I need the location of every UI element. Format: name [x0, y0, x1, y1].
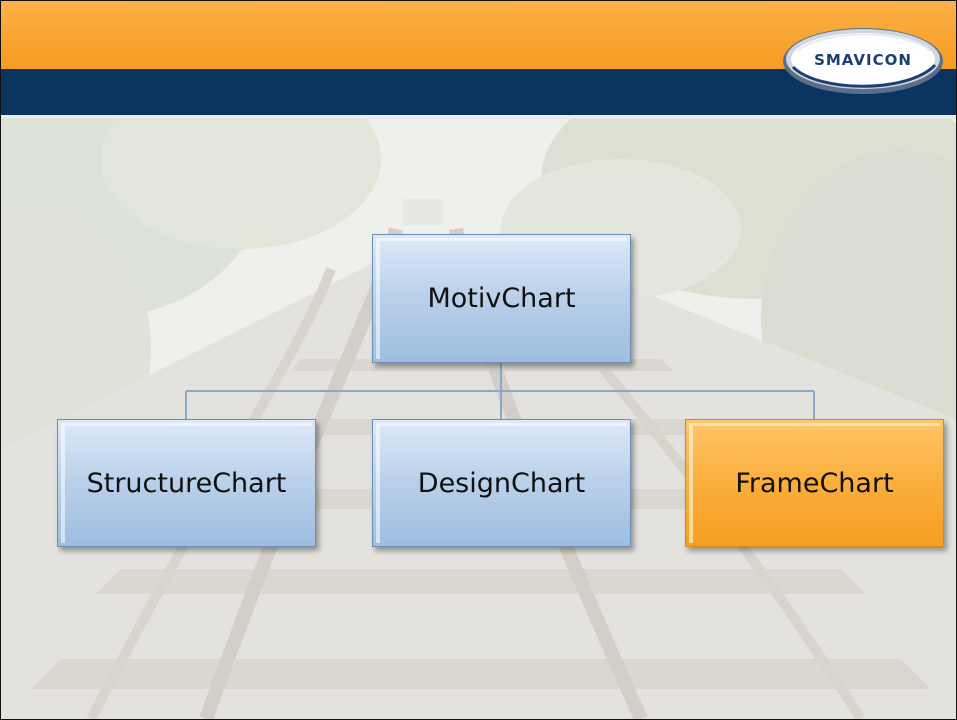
framechart-label: FrameChart	[735, 467, 894, 499]
smavicon-logo: SMAVICON	[779, 21, 947, 99]
motivchart-label: MotivChart	[427, 283, 576, 314]
designchart-node[interactable]: DesignChart	[372, 419, 631, 547]
designchart-label: DesignChart	[417, 467, 586, 499]
structurechart-label: StructureChart	[86, 467, 287, 499]
motivchart-node[interactable]: MotivChart	[372, 234, 631, 363]
logo-text: SMAVICON	[814, 51, 912, 69]
structurechart-node[interactable]: StructureChart	[57, 419, 316, 547]
framechart-node[interactable]: FrameChart	[685, 419, 944, 547]
header-divider	[1, 115, 956, 118]
